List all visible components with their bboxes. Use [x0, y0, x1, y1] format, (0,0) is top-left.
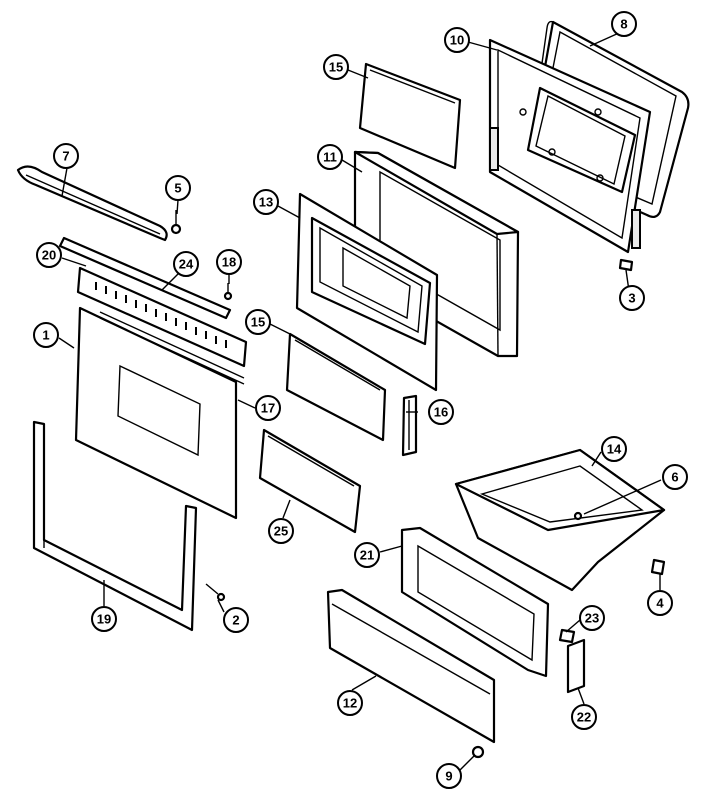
- callout-label: 6: [671, 470, 678, 485]
- part-1-outer-door-panel: [74, 306, 238, 520]
- callout-label: 17: [261, 401, 275, 416]
- callout-label: 8: [620, 17, 627, 32]
- callout-label: 22: [577, 710, 591, 725]
- callout-11: 11: [317, 144, 343, 170]
- callout-18: 18: [216, 249, 242, 275]
- callout-label: 14: [607, 442, 622, 457]
- part-19-door-frame: [32, 420, 198, 632]
- part-9-nut: [471, 745, 485, 759]
- callout-label: 3: [628, 291, 635, 306]
- callout-10: 10: [444, 27, 470, 53]
- part-21-drawer-bracket: [400, 526, 550, 678]
- callout-22: 22: [571, 704, 597, 730]
- part-5-screw: [170, 210, 182, 235]
- callout-1: 1: [33, 322, 59, 348]
- callout-label: 25: [274, 524, 288, 539]
- part-23-clip: [558, 628, 576, 644]
- part-4-bracket: [650, 558, 666, 576]
- part-7-door-handle: [16, 165, 168, 242]
- callout-20: 20: [36, 242, 62, 268]
- part-24-vent-trim: [76, 266, 248, 368]
- callout-label: 15: [329, 60, 343, 75]
- callout-label: 4: [656, 596, 664, 611]
- callout-label: 16: [434, 405, 448, 420]
- part-13-inner-door-panel: [295, 192, 439, 392]
- part-20-handle-strip: [58, 236, 232, 320]
- callout-24: 24: [173, 251, 199, 277]
- part-16-hinge-bracket: [401, 394, 418, 457]
- callout-label: 20: [42, 248, 56, 263]
- callout-label: 7: [62, 149, 69, 164]
- callout-label: 5: [174, 181, 181, 196]
- callout-16: 16: [428, 399, 454, 425]
- callout-label: 12: [343, 696, 357, 711]
- part-10-inner-door-liner: [488, 38, 652, 254]
- callout-17: 17: [255, 395, 281, 421]
- part-12-drawer-front-panel: [326, 588, 496, 744]
- callout-label: 10: [450, 33, 464, 48]
- callout-label: 13: [259, 195, 273, 210]
- callout-label: 9: [445, 769, 452, 784]
- callout-14: 14: [601, 436, 627, 462]
- callout-13: 13: [253, 189, 279, 215]
- callout-label: 24: [179, 257, 194, 272]
- callout-8: 8: [611, 11, 637, 37]
- callout-2: 2: [223, 607, 249, 633]
- callout-19: 19: [91, 606, 117, 632]
- callout-12: 12: [337, 690, 363, 716]
- callout-label: 15: [251, 315, 265, 330]
- callout-label: 21: [360, 548, 374, 563]
- callout-25: 25: [268, 518, 294, 544]
- callout-label: 19: [97, 612, 111, 627]
- callout-21: 21: [354, 542, 380, 568]
- callout-4: 4: [647, 590, 673, 616]
- callout-15-lower: 15: [245, 309, 271, 335]
- leader-lines: [58, 27, 662, 771]
- callout-9: 9: [436, 763, 462, 789]
- part-17-trim-strip: [99, 311, 245, 385]
- part-25-glass-panel: [258, 428, 362, 534]
- callout-label: 18: [222, 255, 236, 270]
- part-18-screw: [223, 283, 233, 301]
- callout-6: 6: [662, 464, 688, 490]
- part-6-screw: [573, 511, 583, 521]
- callout-5: 5: [165, 175, 191, 201]
- callout-7: 7: [53, 143, 79, 169]
- callout-label: 11: [323, 150, 337, 165]
- part-14-drawer: [454, 448, 666, 592]
- callout-label: 23: [585, 611, 599, 626]
- callout-15-upper: 15: [323, 54, 349, 80]
- part-15-glass-panel-lower: [285, 332, 387, 442]
- part-11-door-insulation: [353, 150, 520, 358]
- callout-3: 3: [619, 285, 645, 311]
- part-15-glass-panel-upper: [358, 62, 462, 170]
- part-3-clip: [618, 258, 634, 272]
- part-2-screw: [205, 583, 226, 602]
- part-22-side-strip: [566, 638, 586, 694]
- callout-label: 1: [42, 328, 49, 343]
- callout-23: 23: [579, 605, 605, 631]
- callout-label: 2: [232, 613, 239, 628]
